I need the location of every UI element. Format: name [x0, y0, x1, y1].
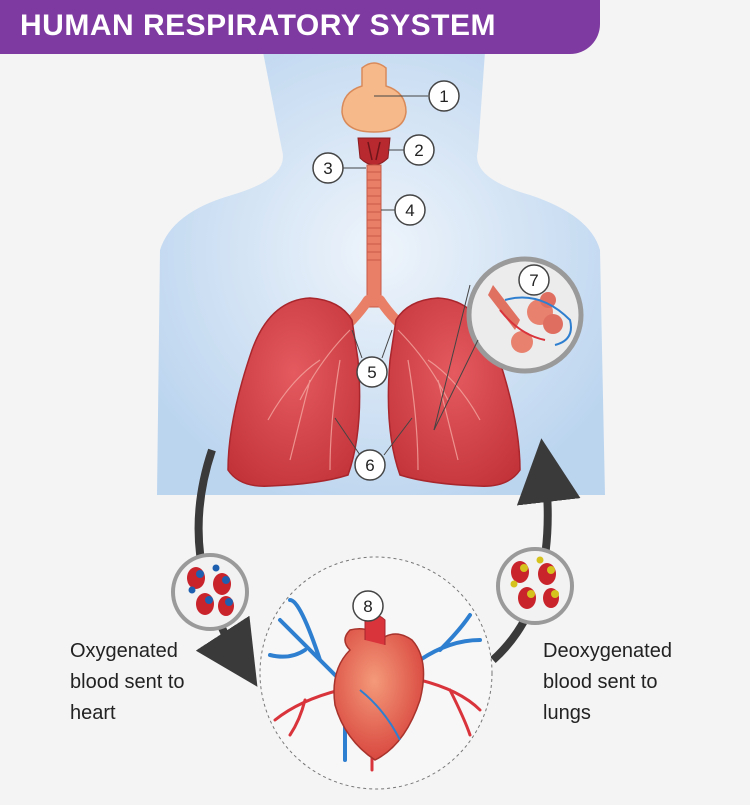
label-4: 4 — [394, 194, 426, 226]
label-2-text: 2 — [414, 141, 423, 160]
label-5-text: 5 — [367, 363, 376, 382]
label-5: 5 — [356, 356, 388, 388]
deoxygenated-caption-line-2: blood sent to — [543, 671, 658, 693]
label-7: 7 — [518, 264, 550, 296]
label-3: 3 — [312, 152, 344, 184]
oxygenated-caption-line-2: blood sent to — [70, 671, 185, 693]
deoxygenated-cells — [496, 547, 574, 625]
label-2: 2 — [403, 134, 435, 166]
oxygenated-caption-line-3: heart — [70, 702, 116, 724]
deoxygenated-caption-line-3: lungs — [543, 702, 591, 724]
title-banner: HUMAN RESPIRATORY SYSTEM — [0, 0, 600, 54]
label-1: 1 — [428, 80, 460, 112]
left-lung — [227, 297, 361, 487]
label-1-text: 1 — [439, 87, 448, 106]
page-title: HUMAN RESPIRATORY SYSTEM — [20, 9, 496, 42]
label-4-text: 4 — [405, 201, 414, 220]
alveoli-inset — [466, 256, 584, 374]
oxygenated-caption: Oxygenated blood sent to heart — [70, 636, 185, 729]
nasal-cavity — [341, 62, 407, 133]
label-6: 6 — [354, 449, 386, 481]
oxygenated-cells — [171, 553, 249, 631]
deoxygenated-caption: Deoxygenated blood sent to lungs — [543, 636, 672, 729]
label-8-text: 8 — [363, 597, 372, 616]
larynx — [357, 137, 391, 166]
label-8: 8 — [352, 590, 384, 622]
label-7-text: 7 — [529, 271, 538, 290]
deoxygenated-caption-line-1: Deoxygenated — [543, 640, 672, 662]
oxygenated-caption-line-1: Oxygenated — [70, 640, 178, 662]
label-6-text: 6 — [365, 456, 374, 475]
label-3-text: 3 — [323, 159, 332, 178]
heart-inset — [259, 556, 493, 790]
